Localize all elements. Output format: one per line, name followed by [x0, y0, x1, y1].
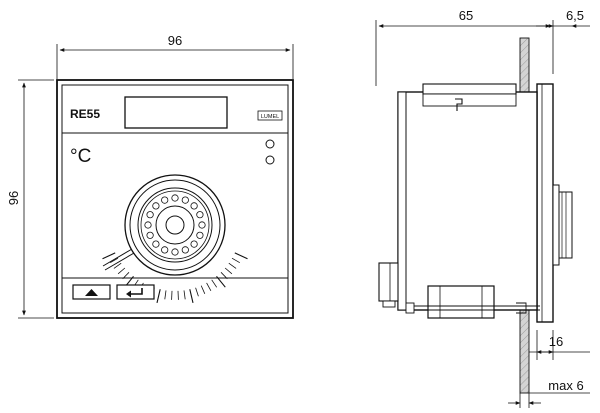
scale-tick [228, 262, 237, 269]
knob-grip-ridge [181, 196, 189, 204]
scale-tick [113, 262, 122, 269]
scale-tick [195, 287, 199, 297]
housing-body [397, 91, 538, 311]
side-knob [552, 184, 573, 266]
knob-grip-ridge [146, 231, 154, 239]
front-width-label: 96 [168, 33, 182, 48]
front-width-dimension: 96 [56, 33, 294, 79]
knob-grip-ridge [171, 248, 179, 256]
knob-grip-ridge [144, 221, 152, 229]
knob-grip-ridge [190, 240, 198, 248]
knob-grip-ridge [171, 194, 179, 202]
brand-label: LUMEL [261, 114, 279, 120]
bezel-thickness-label: 6,5 [566, 8, 584, 23]
display-window [124, 96, 228, 129]
dial-scale [102, 252, 248, 304]
scale-tick [224, 267, 233, 275]
depth-dimension: 65 [375, 8, 554, 86]
panel-thickness-label: max 6 [548, 378, 583, 393]
scale-tick [211, 279, 218, 288]
model-label: RE55 [70, 107, 100, 121]
knob-grip-ridges [144, 194, 206, 256]
scale-tick [189, 289, 194, 304]
scale-tick [234, 252, 248, 260]
knob-grip-ridge [152, 240, 160, 248]
top-latch [422, 83, 517, 95]
scale-tick [206, 282, 212, 291]
front-height-dimension: 96 [6, 79, 54, 319]
setpoint-pointer [102, 248, 135, 271]
brand-badge [257, 110, 283, 121]
enter-button[interactable] [116, 284, 155, 300]
indicator-led-1 [265, 139, 275, 149]
panel-offset-label: 16 [549, 334, 563, 349]
enter-return-icon [130, 288, 143, 295]
setpoint-knob[interactable] [124, 174, 226, 276]
scale-tick [231, 257, 240, 264]
up-arrow-icon [85, 289, 98, 296]
indicator-led-2 [265, 155, 275, 165]
rear-connector [378, 262, 399, 308]
knob-grip-ridge [190, 202, 198, 210]
knob-grip-ridge [181, 246, 189, 254]
knob-grip-ridge [161, 246, 169, 254]
bezel-thickness-dimension: 6,5 [536, 8, 590, 28]
scale-tick [102, 252, 116, 260]
side-view: 65 6,5 [375, 8, 590, 408]
front-height-label: 96 [6, 191, 21, 205]
scale-tick [156, 289, 161, 304]
mounting-clamp [405, 285, 540, 319]
scale-tick [183, 290, 186, 300]
unit-symbol: °C [70, 146, 91, 167]
scale-tick [117, 267, 126, 275]
side-bezel [536, 83, 554, 323]
knob-grip-ridge [198, 221, 206, 229]
front-view: 96 96 RE55 LUMEL °C [6, 33, 294, 319]
knob-grip-ridge [146, 211, 154, 219]
depth-label: 65 [459, 8, 473, 23]
panel-thickness-dimension: max 6 [508, 378, 590, 408]
knob-grip-ridge [196, 231, 204, 239]
scale-tick [164, 290, 167, 300]
panel-offset-dimension: 16 [529, 330, 590, 360]
scale-tick [110, 257, 119, 264]
knob-grip-ridge [152, 202, 160, 210]
scale-tick [200, 285, 206, 294]
knob-grip-ridge [196, 211, 204, 219]
up-button[interactable] [72, 284, 111, 300]
knob-grip-ridge [161, 196, 169, 204]
